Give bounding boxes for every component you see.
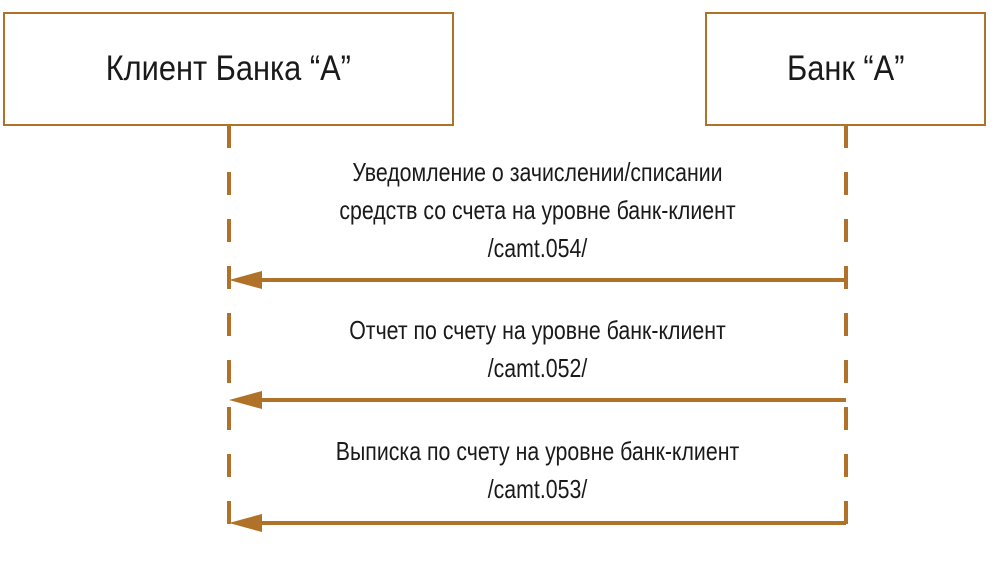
message-camt054: Уведомление о зачислении/списании средст… bbox=[229, 153, 846, 267]
participant-bank: Банк “А” bbox=[705, 12, 986, 126]
participant-client-label: Клиент Банка “А” bbox=[105, 49, 352, 88]
message-line: Отчет по счету на уровне банк-клиент bbox=[349, 315, 726, 345]
arrow-camt054 bbox=[229, 271, 846, 289]
arrow-camt052 bbox=[229, 391, 846, 409]
message-line: средств со счета на уровне банк-клиент bbox=[339, 195, 736, 225]
message-camt053: Выписка по счету на уровне банк-клиент /… bbox=[229, 432, 846, 508]
message-line: Уведомление о зачислении/списании bbox=[352, 157, 723, 187]
message-camt052: Отчет по счету на уровне банк-клиент /ca… bbox=[229, 311, 846, 387]
participant-bank-label: Банк “А” bbox=[786, 49, 905, 88]
message-line: /camt.054/ bbox=[487, 233, 588, 263]
participant-client: Клиент Банка “А” bbox=[3, 12, 454, 126]
arrow-camt053 bbox=[229, 514, 846, 532]
message-line: /camt.053/ bbox=[487, 474, 588, 504]
message-line: Выписка по счету на уровне банк-клиент bbox=[335, 436, 740, 466]
message-line: /camt.052/ bbox=[487, 353, 588, 383]
